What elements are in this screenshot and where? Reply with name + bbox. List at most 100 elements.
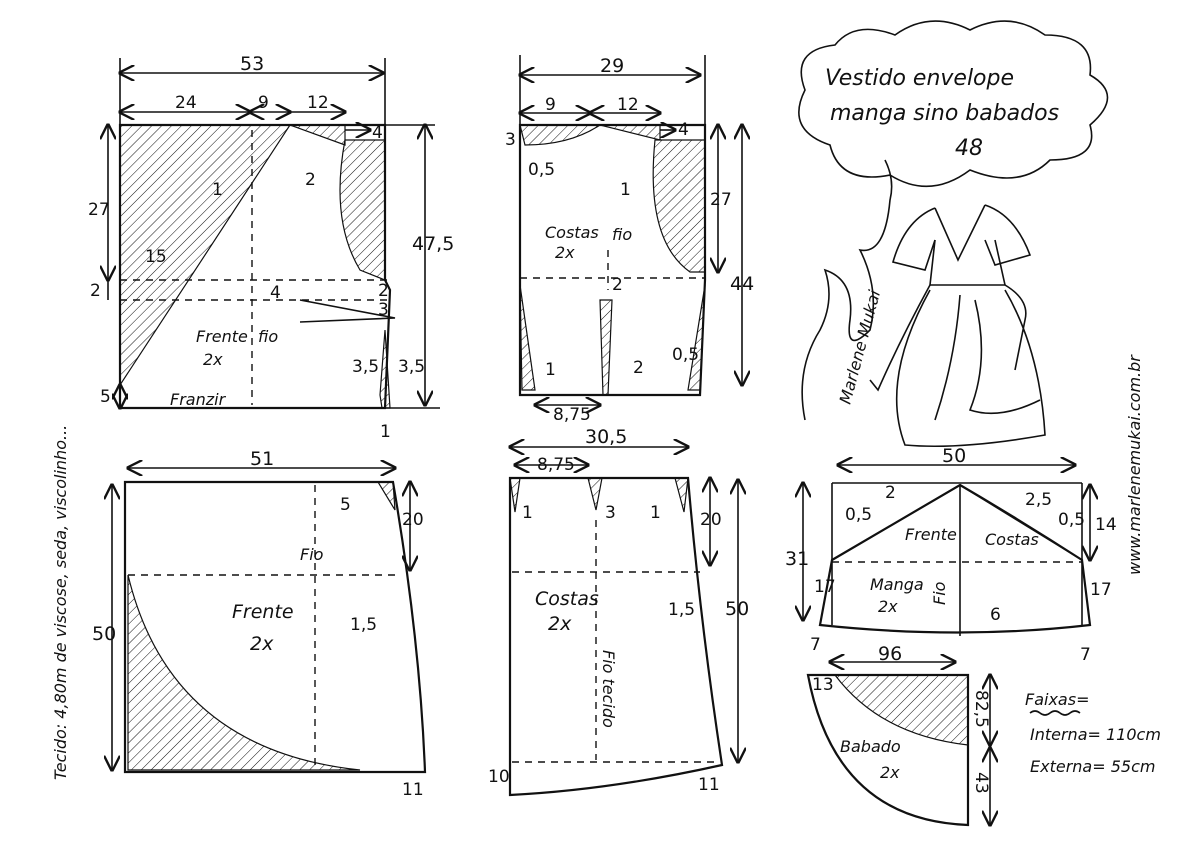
sl-n7b: 7 <box>1080 645 1091 665</box>
bb-n2b: 2 <box>633 358 644 378</box>
sl-name: Manga <box>870 575 924 594</box>
sf-n15: 1,5 <box>350 615 377 635</box>
bf-n5: 5 <box>100 387 111 407</box>
sb-dart: 8,75 <box>537 455 575 475</box>
bands-inner: Interna= 110cm <box>1030 725 1161 744</box>
bb-height-total: 44 <box>730 273 754 295</box>
sf-height-total: 50 <box>92 623 116 645</box>
bf-name: Frente <box>196 327 248 346</box>
sb-n1a: 1 <box>522 503 533 523</box>
bf-gather: Franzir <box>170 390 227 409</box>
title-line1: Vestido envelope <box>825 66 1014 91</box>
bb-width-a: 9 <box>545 95 556 115</box>
sb-n1b: 1 <box>650 503 661 523</box>
ruffle-piece <box>806 662 990 825</box>
bb-grain: fio <box>612 225 632 244</box>
ru-n13: 13 <box>812 675 834 695</box>
bf-n4a: 4 <box>372 123 383 143</box>
sl-n6: 6 <box>990 605 1001 625</box>
sl-count: 2x <box>878 597 898 616</box>
sl-n05b: 0,5 <box>1058 510 1085 530</box>
bf-width-c: 12 <box>307 93 329 113</box>
sf-n20: 20 <box>402 510 424 530</box>
title-line2: manga sino babados <box>830 101 1059 126</box>
bb-n4: 4 <box>678 120 689 140</box>
bf-n1: 1 <box>212 180 223 200</box>
title-size: 48 <box>955 136 983 161</box>
sl-width-total: 50 <box>942 445 966 467</box>
sf-n5: 5 <box>340 495 351 515</box>
bf-height-total: 47,5 <box>412 233 454 255</box>
sleeve-piece <box>803 465 1090 636</box>
sb-height-total: 50 <box>725 598 749 620</box>
bf-n2: 2 <box>305 170 316 190</box>
sb-grain: Fio tecido <box>599 650 618 728</box>
sl-n7a: 7 <box>810 635 821 655</box>
sb-n10: 10 <box>488 767 510 787</box>
bf-count: 2x <box>203 350 223 369</box>
sf-name: Frente <box>232 601 294 623</box>
bb-count: 2x <box>555 243 575 262</box>
sl-n17a: 17 <box>814 577 836 597</box>
sl-front: Frente <box>905 525 957 544</box>
bb-width-total: 29 <box>600 55 624 77</box>
sl-n2: 2 <box>885 483 896 503</box>
bf-n4b: 4 <box>270 283 281 303</box>
bb-n1: 1 <box>620 180 631 200</box>
sl-n25: 2,5 <box>1025 490 1052 510</box>
bf-width-total: 53 <box>240 53 264 75</box>
bf-height-side: 27 <box>88 200 110 220</box>
sb-n11: 11 <box>698 775 720 795</box>
ru-height-b: 43 <box>971 772 991 794</box>
bf-n35b: 3,5 <box>398 357 425 377</box>
bands-outer: Externa= 55cm <box>1030 757 1155 776</box>
site-url: www.marlenemukai.com.br <box>1125 354 1144 575</box>
bf-grain: fio <box>258 327 278 346</box>
sf-count: 2x <box>250 633 274 655</box>
title-cloud <box>798 20 1109 188</box>
bb-height-side: 27 <box>710 190 732 210</box>
ru-height-a: 82,5 <box>971 690 991 728</box>
bf-n35a: 3,5 <box>352 357 379 377</box>
sb-n20: 20 <box>700 510 722 530</box>
skirt-front-piece <box>112 468 427 774</box>
sl-height-cap: 14 <box>1095 515 1117 535</box>
fabric-note: Tecido: 4,80m de viscose, seda, viscolin… <box>51 425 70 780</box>
bb-dart: 8,75 <box>553 405 591 425</box>
sl-height-total: 31 <box>785 548 809 570</box>
bands-note <box>1029 710 1081 716</box>
bb-n1b: 1 <box>545 360 556 380</box>
sf-grain: Fio <box>300 545 324 564</box>
sl-back: Costas <box>985 530 1039 549</box>
sb-name: Costas <box>535 588 599 610</box>
bb-n2: 2 <box>612 275 623 295</box>
bb-n3: 3 <box>505 130 516 150</box>
bf-n15: 15 <box>145 247 167 267</box>
dress-illustration <box>869 204 1046 448</box>
bb-width-b: 12 <box>617 95 639 115</box>
bf-n2b: 2 <box>378 281 389 301</box>
signature-mark <box>801 159 893 421</box>
sl-grain: Fio <box>930 581 949 605</box>
bands-heading: Faixas= <box>1025 690 1089 709</box>
sf-n11: 11 <box>402 780 424 800</box>
sb-width-total: 30,5 <box>585 426 627 448</box>
bf-n3: 3 <box>378 300 389 320</box>
bf-height-small: 2 <box>90 281 101 301</box>
ru-name: Babado <box>840 737 901 756</box>
ru-width-total: 96 <box>878 643 902 665</box>
bf-width-a: 24 <box>175 93 197 113</box>
sb-n15: 1,5 <box>668 600 695 620</box>
bb-n05a: 0,5 <box>528 160 555 180</box>
sl-n05a: 0,5 <box>845 505 872 525</box>
bf-n1b: 1 <box>380 422 391 442</box>
bf-width-b: 9 <box>258 93 269 113</box>
skirt-back-piece <box>510 447 738 797</box>
blouse-back-piece <box>520 55 742 405</box>
ru-count: 2x <box>880 763 900 782</box>
bb-n05b: 0,5 <box>672 345 699 365</box>
bb-name: Costas <box>545 223 599 242</box>
sl-n17b: 17 <box>1090 580 1112 600</box>
blouse-front-piece <box>108 58 440 408</box>
